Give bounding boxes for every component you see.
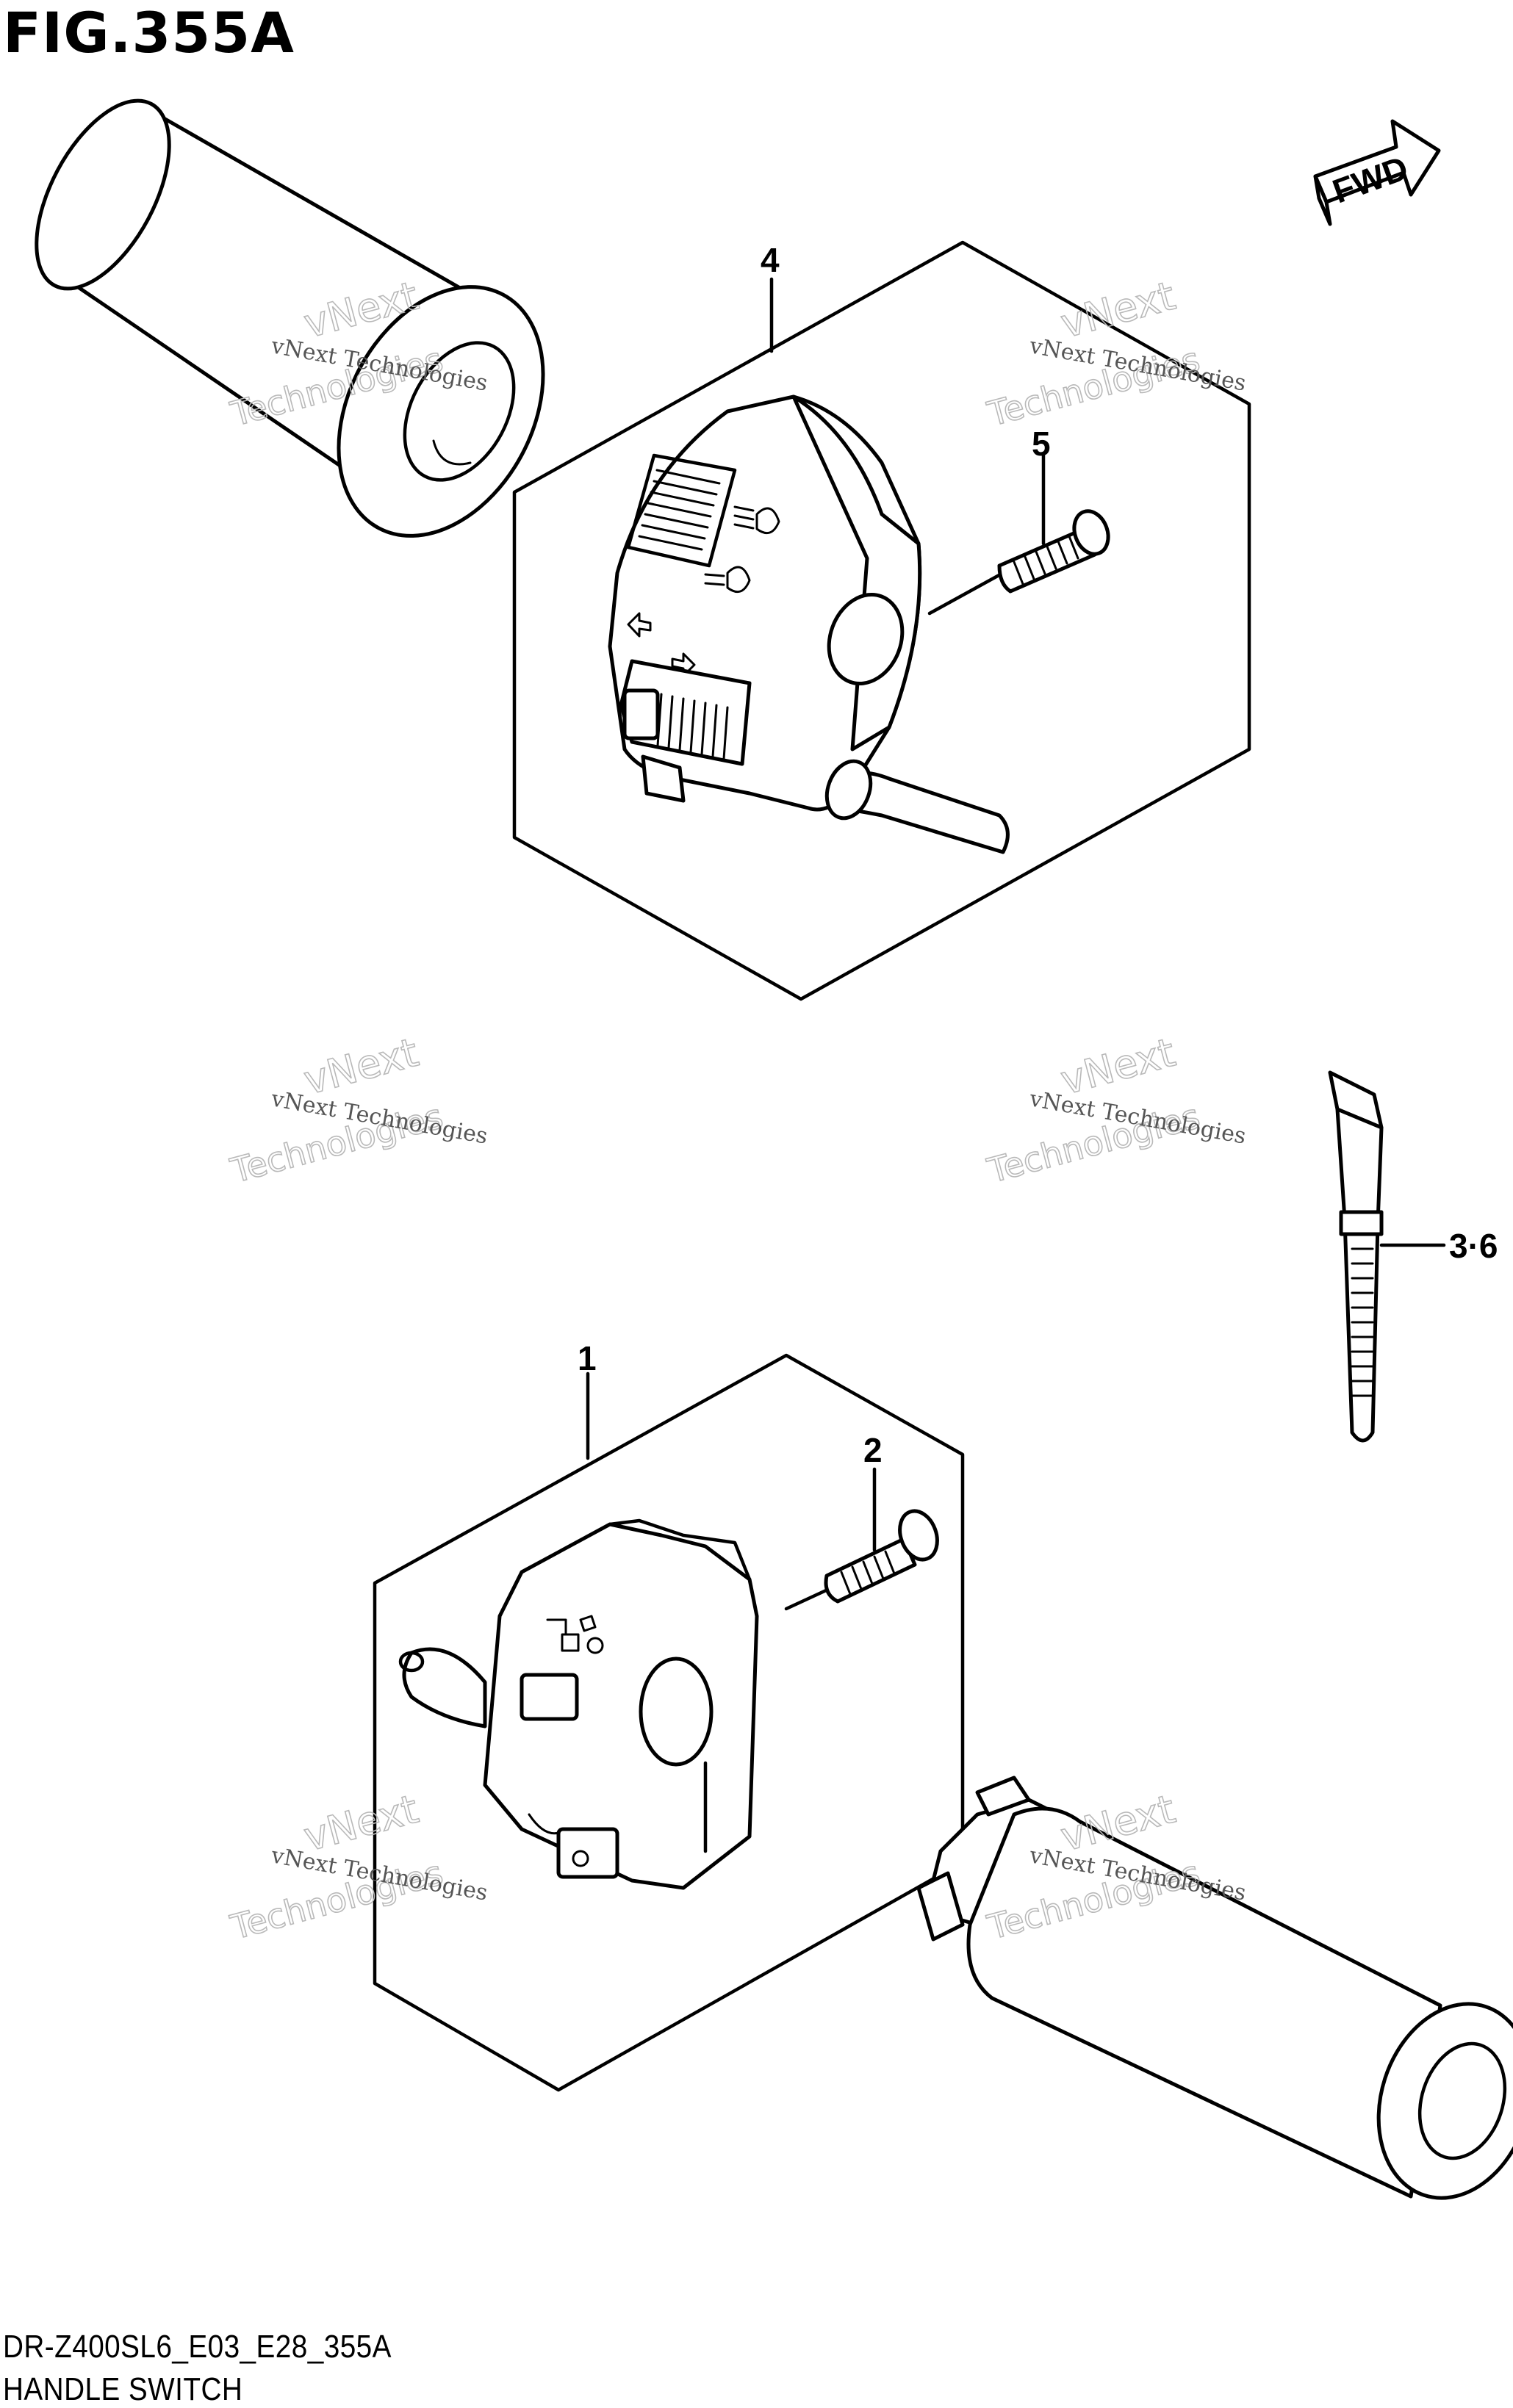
callout-5: 5 [1032, 425, 1051, 463]
left-handlebar-grip [35, 98, 545, 538]
figure-code: DR-Z400SL6_E03_E28_355A [3, 2329, 392, 2365]
callout-2: 2 [863, 1431, 883, 1469]
svg-text:vNext: vNext [299, 1786, 423, 1861]
right-handle-switch [398, 1518, 759, 1890]
screw-part-2 [784, 1467, 939, 1611]
figure-name: HANDLE SWITCH [3, 2371, 243, 2407]
fwd-arrow-badge: FWD [1313, 119, 1441, 226]
watermark-mid-right: vNext Technologies vNext Technologies [982, 1028, 1248, 1192]
callout-1: 1 [578, 1339, 597, 1377]
watermark-mid-left: vNext Technologies vNext Technologies [226, 1028, 489, 1192]
svg-text:vNext: vNext [1056, 273, 1180, 347]
cable-tie-part-3-6 [1328, 1070, 1446, 1443]
assembly-outline-part-4 [512, 240, 1251, 1001]
right-throttle-grip [916, 1776, 1513, 2200]
watermark-top-right: vNext Technologies vNext Technologies [982, 272, 1248, 435]
screw-part-5 [927, 453, 1110, 616]
svg-text:vNext: vNext [299, 1029, 423, 1104]
callout-4: 4 [761, 241, 780, 279]
left-handle-switch [608, 394, 1010, 854]
svg-text:vNext: vNext [1056, 1029, 1180, 1104]
callout-3-6: 3·6 [1449, 1227, 1498, 1265]
watermark-bottom-left: vNext Technologies vNext Technologies [226, 1785, 489, 1948]
figure-title: FIG.355A [3, 0, 295, 65]
